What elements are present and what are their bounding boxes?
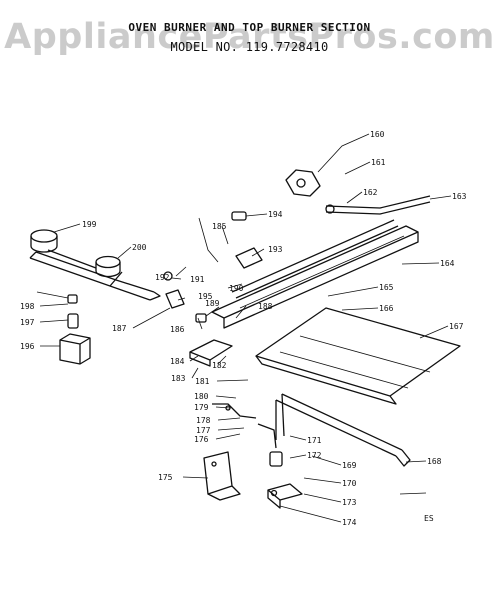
callout-172: 172 <box>307 451 322 460</box>
callout-165: 165 <box>379 283 394 292</box>
callout-174: 174 <box>342 518 357 527</box>
top-burner-manifold <box>29 229 161 301</box>
callout-183: 183 <box>171 374 186 383</box>
callout-161: 161 <box>371 158 386 167</box>
callout-166: 166 <box>379 304 394 313</box>
leader-lines <box>36 133 452 523</box>
callout-171: 171 <box>307 436 322 445</box>
valve-and-tube <box>285 169 431 215</box>
model-number: MODEL NO. 119.7728410 <box>170 40 329 54</box>
capillary-assembly <box>212 403 283 467</box>
callout-180: 180 <box>194 392 209 401</box>
callout-200: 200 <box>132 243 147 252</box>
callout-182: 182 <box>212 361 227 370</box>
callout-195: 195 <box>198 292 213 301</box>
callout-187: 187 <box>112 324 127 333</box>
heat-deflector <box>255 307 461 405</box>
igniter-bracket <box>189 339 233 367</box>
callout-167: 167 <box>449 322 464 331</box>
callout-176: 176 <box>194 435 209 444</box>
callout-170: 170 <box>342 479 357 488</box>
callout-199: 199 <box>82 220 97 229</box>
callout-198: 198 <box>20 302 35 311</box>
callout-185: 185 <box>212 222 227 231</box>
callout-190: 190 <box>229 284 244 293</box>
callout-197: 197 <box>20 318 35 327</box>
callout-193: 193 <box>268 245 283 254</box>
callout-169: 169 <box>342 461 357 470</box>
burner-bracket <box>59 294 91 365</box>
callout-168: 168 <box>427 457 442 466</box>
callout-181: 181 <box>195 377 210 386</box>
valve-173-bracket-175 <box>203 451 303 509</box>
parts-drawing <box>29 169 461 509</box>
callout-178: 178 <box>196 416 211 425</box>
callout-194: 194 <box>268 210 283 219</box>
callout-164: 164 <box>440 259 455 268</box>
callout-192: 192 <box>155 273 170 282</box>
oven-burner-tube <box>275 393 411 467</box>
burner-frame <box>211 219 419 329</box>
callout-184: 184 <box>170 357 185 366</box>
callout-177: 177 <box>196 426 211 435</box>
callout-173: 173 <box>342 498 357 507</box>
footer-code: ES <box>424 514 434 523</box>
callout-179: 179 <box>194 403 209 412</box>
callout-labels: 160 161 162 163 164 165 166 167 168 169 … <box>20 130 467 527</box>
callout-160: 160 <box>370 130 385 139</box>
diagram-title: OVEN BURNER AND TOP BURNER SECTION <box>128 21 371 34</box>
callout-186: 186 <box>170 325 185 334</box>
callout-191: 191 <box>190 275 205 284</box>
callout-162: 162 <box>363 188 378 197</box>
callout-163: 163 <box>452 192 467 201</box>
callout-189: 189 <box>205 299 220 308</box>
callout-188: 188 <box>258 302 273 311</box>
callout-196: 196 <box>20 342 35 351</box>
callout-175: 175 <box>158 473 173 482</box>
